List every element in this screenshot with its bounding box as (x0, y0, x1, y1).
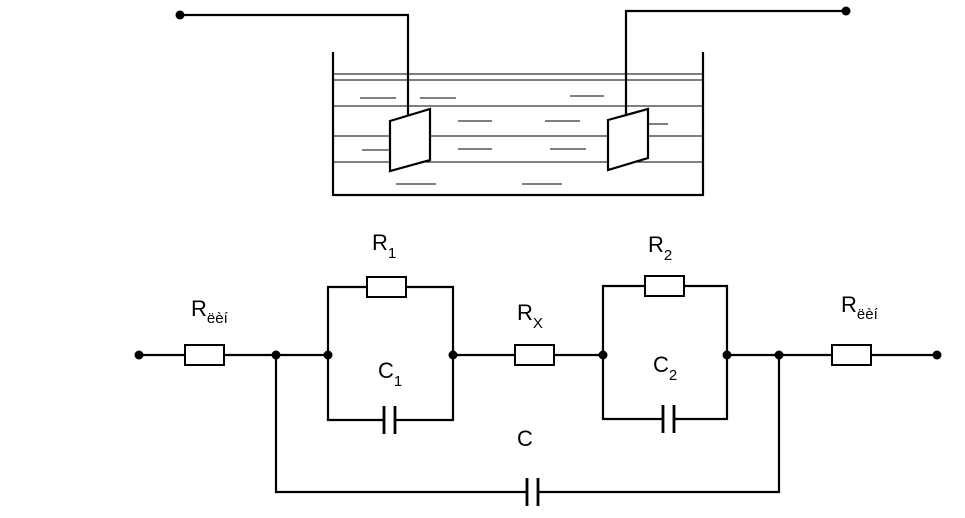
c-bypass-branch (274, 355, 781, 506)
junction-node (774, 350, 784, 360)
junction-node (598, 350, 608, 360)
c1-label: C1 (378, 358, 402, 390)
junction-node (323, 350, 333, 360)
right-electrode (606, 6, 851, 172)
c1-capacitor (382, 406, 397, 434)
r-output-resistor (831, 344, 872, 366)
junction-node (448, 350, 458, 360)
c2-label: C2 (653, 352, 677, 384)
r-input-resistor (184, 344, 225, 366)
input-terminal (134, 350, 144, 360)
r-input-label: Rëèí (191, 296, 229, 327)
rx-label: RX (517, 300, 543, 332)
right-terminal (841, 6, 851, 16)
r1-c1-parallel-block (326, 276, 455, 434)
r2-label: R2 (648, 232, 672, 264)
r1-label: R1 (372, 230, 396, 262)
junction-node (271, 350, 281, 360)
r2-resistor (644, 275, 685, 297)
c-label: C (517, 426, 533, 451)
output-terminal (932, 350, 942, 360)
junction-node (722, 350, 732, 360)
circuit-nodes (134, 350, 942, 360)
r2-c2-parallel-block (601, 275, 729, 433)
c-capacitor (525, 478, 540, 506)
rx-resistor (514, 344, 555, 366)
c2-capacitor (661, 405, 676, 433)
r1-resistor (366, 276, 407, 298)
left-terminal (175, 10, 185, 20)
r-output-label: Rëèí (841, 292, 879, 323)
left-electrode (175, 10, 432, 173)
